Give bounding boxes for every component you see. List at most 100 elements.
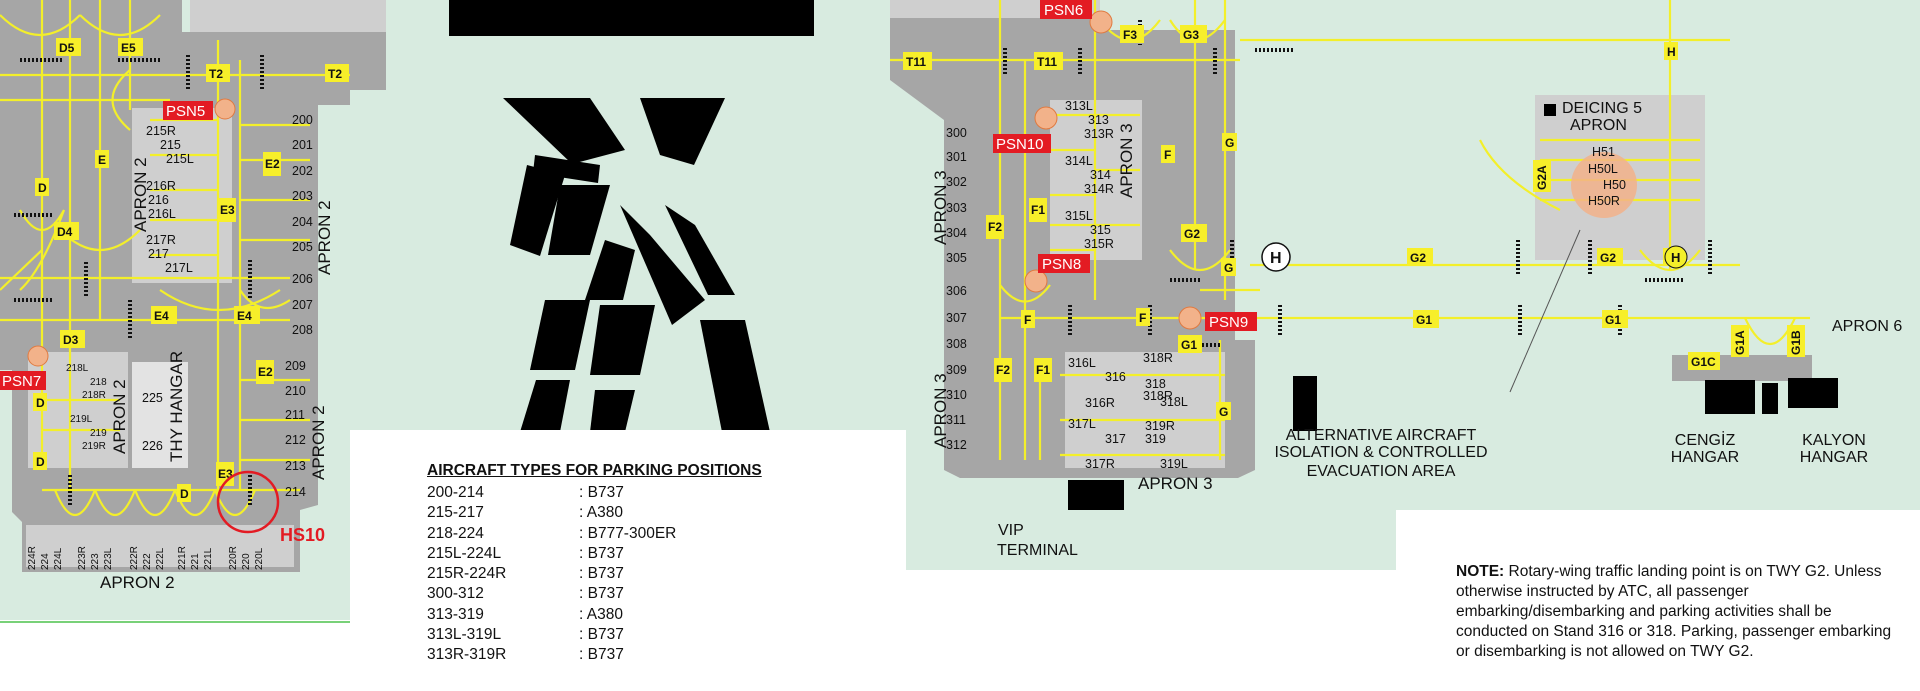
svg-text:315: 315 xyxy=(1090,223,1111,237)
svg-text:F2: F2 xyxy=(996,363,1010,377)
svg-text:D5: D5 xyxy=(59,41,75,55)
svg-text:312: 312 xyxy=(946,438,967,452)
svg-text:PSN5: PSN5 xyxy=(166,103,205,120)
svg-text:F: F xyxy=(1139,311,1146,325)
svg-text:F1: F1 xyxy=(1031,203,1045,217)
svg-text:316R: 316R xyxy=(1085,396,1115,410)
psn10-marker-icon xyxy=(1034,106,1058,130)
psn7-tag: PSN7 xyxy=(0,371,46,390)
svg-text:223L: 223L xyxy=(103,547,114,570)
stand-212: 212 xyxy=(285,433,306,447)
top-black-bar xyxy=(449,0,814,36)
psn10-tag: PSN10 xyxy=(993,134,1051,153)
stand-206: 206 xyxy=(292,272,313,286)
svg-text:216: 216 xyxy=(148,193,169,207)
sign-h-top: H xyxy=(1664,42,1678,60)
stand-h51: H51 xyxy=(1592,145,1615,159)
psn8-marker-icon xyxy=(1024,269,1048,293)
stand-209: 209 xyxy=(285,359,306,373)
sign-d5: D5 xyxy=(56,38,81,56)
stands-apron-2-lower: 218L 218 218R 219L 219 219R 225 226 xyxy=(66,363,163,453)
sign-d3: D3 xyxy=(60,330,85,348)
svg-text:308: 308 xyxy=(946,337,967,351)
svg-text:218L: 218L xyxy=(66,363,89,374)
svg-text:G3: G3 xyxy=(1183,28,1199,42)
svg-text:G: G xyxy=(1225,136,1234,150)
apron-2-label-lower: APRON 2 xyxy=(110,379,129,454)
sign-t2-a: T2 xyxy=(206,64,230,82)
sign-e5: E5 xyxy=(118,38,143,56)
table-row: 215R-224R: B737 xyxy=(427,565,624,583)
sign-t11-b: T11 xyxy=(1034,52,1063,70)
building-small xyxy=(1293,376,1317,431)
svg-text:306: 306 xyxy=(946,284,967,298)
svg-text:D4: D4 xyxy=(57,225,73,239)
svg-text:310: 310 xyxy=(946,388,967,402)
svg-text:307: 307 xyxy=(946,311,967,325)
psn6-tag: PSN6 xyxy=(1040,0,1092,19)
svg-text:PSN8: PSN8 xyxy=(1042,256,1081,273)
deicing-marker xyxy=(1544,104,1556,116)
svg-text:303: 303 xyxy=(946,201,967,215)
apron-2-label-bottom: APRON 2 xyxy=(100,573,175,592)
stand-318r: 318R xyxy=(1143,351,1173,365)
stand-205: 205 xyxy=(292,240,313,254)
svg-text:318R: 318R xyxy=(1143,389,1173,403)
sign-g3: G3 xyxy=(1180,25,1207,43)
svg-text:222: 222 xyxy=(142,553,153,570)
grass-right-low xyxy=(906,510,1396,570)
isolation-area-label-3: EVACUATION AREA xyxy=(1307,463,1456,480)
stands-apron-3-upper: 313L 313 313R 314L 314 314R 315L 315 315… xyxy=(1065,99,1114,251)
stand-318-main: 318 xyxy=(1145,377,1166,391)
svg-text:318L: 318L xyxy=(1160,395,1188,409)
vip-terminal-building xyxy=(1068,480,1124,510)
table-row: 313-319: A380 xyxy=(427,605,623,623)
isolation-leader-line xyxy=(1509,229,1581,393)
psn5-marker-icon xyxy=(214,98,236,120)
psn9-tag: PSN9 xyxy=(1205,312,1257,331)
sign-d-mid: D xyxy=(33,393,47,411)
svg-text:301: 301 xyxy=(946,150,967,164)
svg-text:220R: 220R xyxy=(228,546,239,570)
sign-g1b: G1B xyxy=(1787,325,1805,357)
table-row: 313L-319L: B737 xyxy=(427,626,624,644)
table-row: 215-217: A380 xyxy=(427,504,623,522)
table-row: 313R-319R: B737 xyxy=(427,646,624,664)
svg-text:T11: T11 xyxy=(1037,55,1057,69)
vip-terminal-label-2: TERMINAL xyxy=(997,542,1078,559)
svg-text:317: 317 xyxy=(1105,432,1126,446)
svg-text:G2: G2 xyxy=(1184,227,1200,241)
stands-apron-2-bottom: 224R 224 224L 223R 223 223L 222R 222 222… xyxy=(27,546,265,570)
sign-t11-a: T11 xyxy=(903,52,932,70)
svg-text:E: E xyxy=(98,153,106,167)
svg-text:215R: 215R xyxy=(146,124,176,138)
stand-h50r: H50R xyxy=(1588,194,1620,208)
hotspot-hs10-label: HS10 xyxy=(280,525,325,545)
stands-apron-3-left: 300 301 302 303 304 305 306 307 308 309 … xyxy=(946,126,967,452)
svg-text:F: F xyxy=(1024,313,1031,327)
sign-e3-a: E3 xyxy=(218,198,236,222)
psn5-tag: PSN5 xyxy=(163,101,213,120)
note-label: NOTE: xyxy=(1456,563,1505,580)
apron-2-label-upper: APRON 2 xyxy=(131,157,150,232)
svg-text:219R: 219R xyxy=(82,441,106,452)
svg-text:215: 215 xyxy=(160,138,181,152)
sign-f3: F3 xyxy=(1120,25,1144,43)
sign-f1-b: F1 xyxy=(1034,358,1052,382)
left-holding-bars xyxy=(14,55,264,505)
svg-text:H: H xyxy=(1671,250,1680,265)
table-row: 215L-224L: B737 xyxy=(427,544,624,562)
psn9-marker-icon xyxy=(1178,306,1202,330)
svg-text:D: D xyxy=(36,396,45,410)
sign-t2-b: T2 xyxy=(325,64,349,82)
thy-hangar-label: THY HANGAR xyxy=(167,351,186,462)
svg-text:D: D xyxy=(38,181,47,195)
sign-g1: G1 xyxy=(1178,335,1202,353)
small-hangar xyxy=(1762,383,1778,414)
psn8-tag: PSN8 xyxy=(1038,254,1090,273)
svg-text:221L: 221L xyxy=(203,547,214,570)
svg-text:300: 300 xyxy=(946,126,967,140)
rotary-wing-note: NOTE: Rotary-wing traffic landing point … xyxy=(1456,562,1896,662)
apron-2-label-right-lower: APRON 2 xyxy=(309,405,328,480)
